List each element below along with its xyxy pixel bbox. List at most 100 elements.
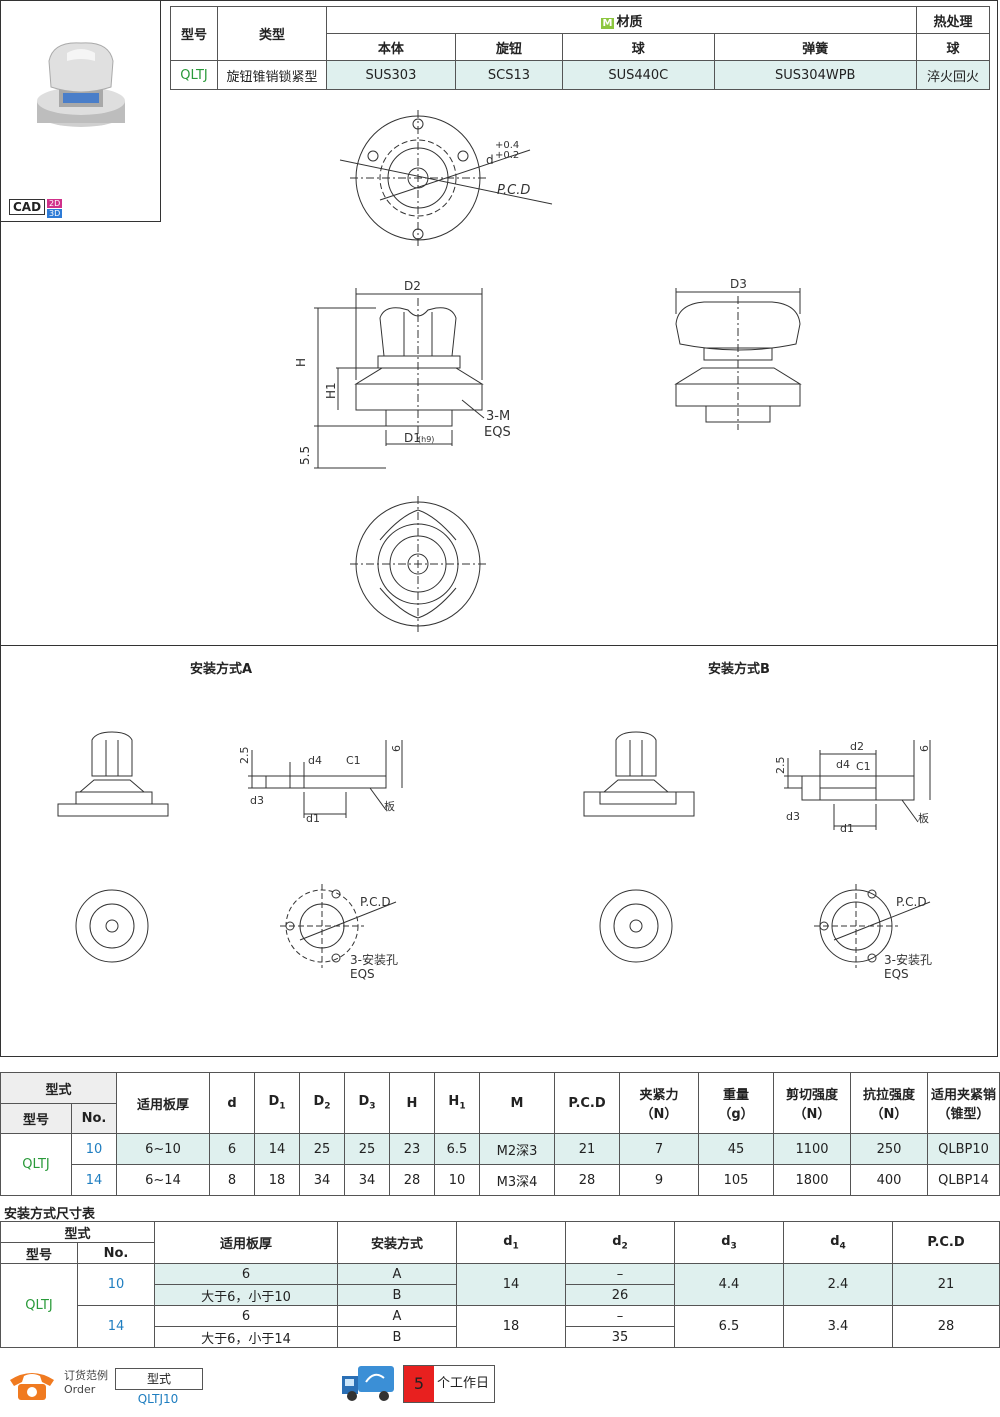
cell: 1100	[773, 1133, 851, 1165]
cell: 28	[389, 1164, 435, 1196]
main-drawings: +0.4 +0.2 d P.C.D D2 H H1 D1 (h9) 5.5 3-…	[294, 110, 802, 632]
h-form: 型式	[0, 1072, 117, 1104]
sub-heat-ball: 球	[916, 33, 990, 61]
cell: 400	[850, 1164, 928, 1196]
a-dim-25: 2.5	[238, 747, 251, 765]
ih-no: No.	[77, 1242, 155, 1264]
row-ball: SUS440C	[562, 60, 715, 90]
inst-no-10[interactable]: 10	[77, 1263, 155, 1306]
row-heat: 淬火回火	[916, 60, 990, 90]
spec-no-10[interactable]: 10	[71, 1133, 117, 1165]
cell: B	[337, 1326, 457, 1348]
bottom-view	[350, 496, 486, 632]
cell: 18	[254, 1164, 300, 1196]
cell: 250	[850, 1133, 928, 1165]
cell: 3.4	[783, 1305, 893, 1348]
truck-icon	[342, 1366, 394, 1401]
h-pin: 适用夹紧销（锥型）	[927, 1072, 1000, 1134]
cell: 9	[619, 1164, 699, 1196]
h-pin-label: 适用夹紧销	[930, 1088, 996, 1103]
sub-spring: 弹簧	[713, 33, 917, 61]
d-tol-upper: +0.4	[495, 140, 519, 151]
spec-no-14[interactable]: 14	[71, 1164, 117, 1196]
h-D2: D2	[299, 1072, 345, 1134]
cell: 105	[698, 1164, 774, 1196]
ih-d2-main: d	[612, 1233, 622, 1249]
cell: 14	[456, 1263, 566, 1306]
row-spring: SUS304WPB	[713, 60, 917, 90]
cell: QLBP14	[927, 1164, 1000, 1196]
delivery-days: 5 个工作日	[403, 1365, 495, 1403]
install-table: 型式 适用板厚 安装方式 d1 d2 d3 d4 P.C.D 型号 No. QL…	[0, 1221, 1000, 1348]
cell: 10	[434, 1164, 480, 1196]
h-no: No.	[71, 1103, 117, 1134]
a-holes: 3-安装孔	[350, 952, 398, 967]
h-D3: D3	[344, 1072, 390, 1134]
b-d4: d4	[836, 758, 850, 771]
h-weight-label: 重量	[722, 1088, 749, 1103]
cell: M3深4	[479, 1164, 555, 1196]
ih-d4: d4	[783, 1221, 893, 1264]
cell: 1800	[773, 1164, 851, 1196]
cell: 6.5	[674, 1305, 784, 1348]
install-a-section	[248, 740, 403, 818]
cell: 23	[389, 1133, 435, 1165]
method-a-title: 安装方式A	[190, 662, 253, 677]
row-type: 旋钮锥销锁紧型	[217, 60, 327, 90]
d-label: d	[486, 153, 494, 167]
b-dim-6: 6	[918, 745, 931, 752]
cad-2d-tag[interactable]: 2D	[47, 199, 63, 208]
ih-d1: d1	[456, 1221, 566, 1264]
cell: 34	[299, 1164, 345, 1196]
cell: 6	[154, 1263, 338, 1285]
ih-d2: d2	[565, 1221, 675, 1264]
sub-body: 本体	[326, 33, 456, 61]
h-H1: H1	[434, 1072, 480, 1134]
h-clamp-label: 夹紧力	[639, 1088, 679, 1103]
cell: –	[565, 1263, 675, 1285]
cell: 大于6，小于14	[154, 1326, 338, 1348]
cad-3d-tag[interactable]: 3D	[47, 209, 63, 218]
install-b-side	[583, 731, 695, 817]
cell: 18	[456, 1305, 566, 1348]
spec-table: 型式 适用板厚 d D1 D2 D3 H H1 M P.C.D 夹紧力（N） 重…	[0, 1072, 1000, 1196]
a-dim-6: 6	[390, 745, 403, 752]
five-five-label: 5.5	[298, 446, 312, 465]
h-M: M	[479, 1072, 555, 1134]
ih-form: 型式	[0, 1221, 155, 1243]
cell: 14	[254, 1133, 300, 1165]
sub-ball: 球	[562, 33, 715, 61]
ih-d4-main: d	[830, 1233, 840, 1249]
inst-model: QLTJ	[0, 1263, 78, 1348]
ih-plate: 适用板厚	[154, 1221, 338, 1264]
cell: A	[337, 1263, 457, 1285]
section-divider	[0, 645, 998, 646]
h-H1-sub: 1	[459, 1101, 466, 1112]
h-plate: 适用板厚	[116, 1072, 210, 1134]
install-b-section	[784, 740, 931, 830]
h-shear-unit: （N）	[793, 1107, 831, 1122]
cad-label[interactable]: CAD	[9, 199, 46, 215]
install-a-top	[75, 884, 397, 968]
install-b-top	[599, 884, 931, 968]
D1-tol: (h9)	[418, 435, 434, 444]
h-model: 型号	[170, 6, 218, 61]
h-d: d	[209, 1072, 255, 1134]
ih-d3-main: d	[721, 1233, 731, 1249]
inst-no-14[interactable]: 14	[77, 1305, 155, 1348]
h-pcd: P.C.D	[554, 1072, 620, 1134]
phone-icon	[10, 1373, 54, 1400]
cell: 34	[344, 1164, 390, 1196]
b-eqs: EQS	[884, 967, 909, 981]
three-m-label: 3-M	[486, 409, 510, 424]
d-tol-lower: +0.2	[495, 150, 519, 161]
row-model: QLTJ	[170, 60, 218, 90]
h-tensile-unit: （N）	[870, 1107, 908, 1122]
order-value[interactable]: QLTJ10	[137, 1392, 179, 1406]
D2-label: D2	[404, 279, 421, 293]
days-text: 个工作日	[437, 1376, 490, 1391]
side-view-d2	[314, 288, 485, 469]
a-plate: 板	[384, 799, 395, 813]
cell: 6~10	[116, 1133, 210, 1165]
